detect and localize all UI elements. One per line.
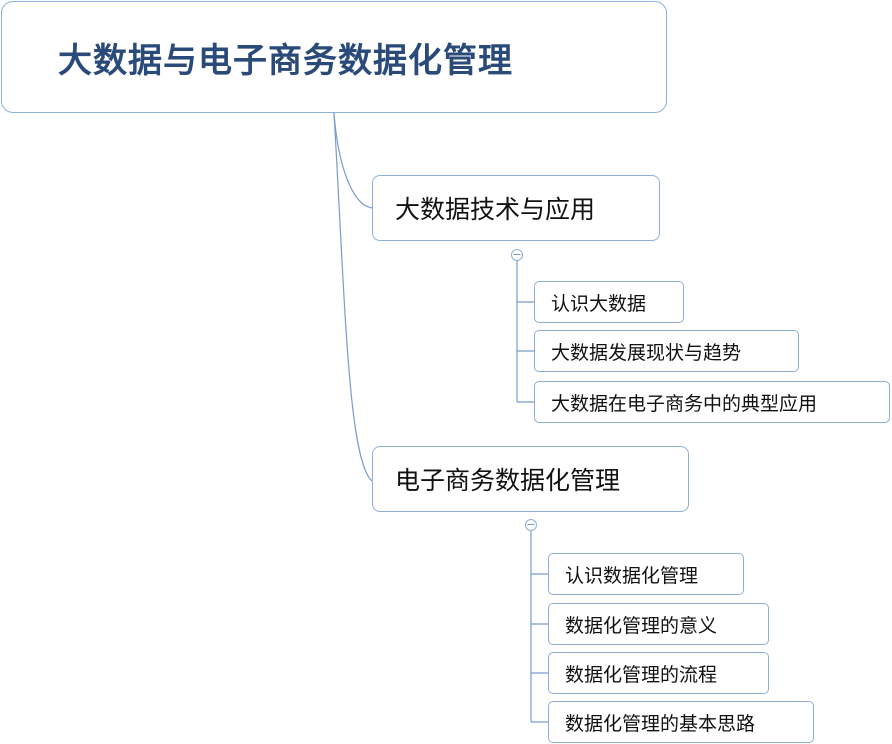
subtopic-label: 数据化管理的意义 xyxy=(565,614,718,637)
branch-topic-ecommerce-data-management[interactable]: 电子商务数据化管理 xyxy=(372,446,689,512)
subtopic-item[interactable]: 数据化管理的基本思路 xyxy=(548,701,814,743)
subtopic-label: 认识大数据 xyxy=(551,292,647,315)
subtopic-item[interactable]: 数据化管理的流程 xyxy=(548,652,769,694)
collapse-toggle-icon[interactable]: − xyxy=(525,518,537,531)
root-topic-label: 大数据与电子商务数据化管理 xyxy=(58,40,513,81)
subtopic-item[interactable]: 认识数据化管理 xyxy=(548,553,744,595)
branch-topic-label: 电子商务数据化管理 xyxy=(395,466,621,495)
branch-topic-label: 大数据技术与应用 xyxy=(395,195,596,224)
connector-root-branch-1 xyxy=(333,112,373,209)
subtopic-item[interactable]: 大数据发展现状与趋势 xyxy=(534,330,799,372)
subtopic-label: 数据化管理的基本思路 xyxy=(565,712,756,735)
subtopic-item[interactable]: 大数据在电子商务中的典型应用 xyxy=(534,381,890,423)
root-topic[interactable]: 大数据与电子商务数据化管理 xyxy=(1,1,667,113)
subtopic-item[interactable]: 认识大数据 xyxy=(534,281,684,323)
subtopic-label: 大数据发展现状与趋势 xyxy=(551,341,742,364)
subtopic-item[interactable]: 数据化管理的意义 xyxy=(548,603,769,645)
subtopic-label: 大数据在电子商务中的典型应用 xyxy=(551,392,818,415)
connector-root-branch-2 xyxy=(333,112,373,482)
collapse-toggle-icon[interactable]: − xyxy=(511,248,523,261)
subtopic-label: 数据化管理的流程 xyxy=(565,663,718,686)
branch-topic-big-data-tech[interactable]: 大数据技术与应用 xyxy=(372,175,660,241)
subtopic-label: 认识数据化管理 xyxy=(565,564,699,587)
